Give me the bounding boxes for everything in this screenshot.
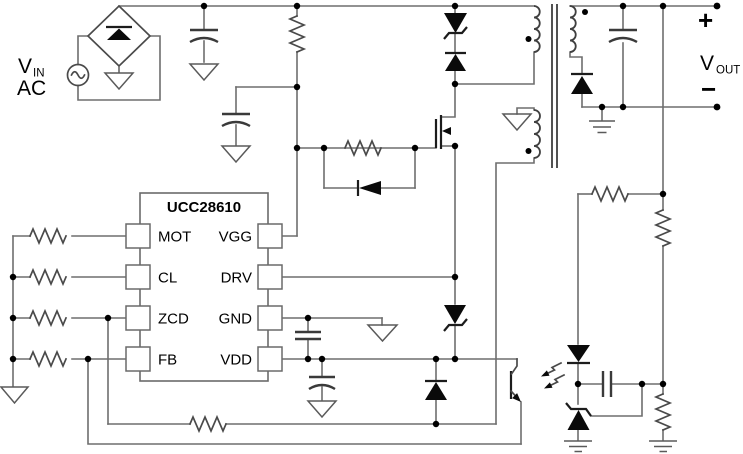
vout-label: V bbox=[700, 52, 714, 75]
vgg-feed-resistor bbox=[287, 14, 307, 54]
pin-vgg bbox=[257, 223, 283, 249]
pin-label-vgg: VGG bbox=[219, 229, 252, 246]
pin-cl bbox=[125, 264, 151, 290]
vdd-bypass-capacitor-icon bbox=[295, 330, 321, 341]
drv-zener-icon bbox=[443, 305, 468, 332]
cl-resistor bbox=[28, 267, 68, 287]
gate-resistor bbox=[343, 138, 383, 158]
ac-source-icon bbox=[66, 63, 90, 87]
transformer-icon bbox=[525, 4, 588, 168]
vin-subscript: IN bbox=[33, 68, 45, 80]
clamp-diode-icon bbox=[445, 51, 466, 71]
middle-divider-resistor bbox=[653, 208, 673, 248]
aux-winding bbox=[533, 109, 541, 159]
ic-body bbox=[139, 192, 269, 382]
pin-label-vdd: VDD bbox=[220, 352, 252, 369]
pin-label-mot: MOT bbox=[158, 229, 191, 246]
pin-vdd bbox=[257, 346, 283, 372]
bridge-ground-icon bbox=[103, 66, 135, 91]
aux-ground-icon bbox=[501, 113, 533, 132]
vdd-bulk-capacitor-icon bbox=[306, 375, 338, 419]
power-mosfet-icon bbox=[434, 115, 451, 149]
ac-label: AC bbox=[17, 77, 46, 100]
clamp-tvs-icon bbox=[443, 13, 468, 40]
primary-phase-dot bbox=[525, 36, 532, 42]
fb-resistor bbox=[28, 349, 68, 369]
output-diode-icon bbox=[571, 72, 593, 94]
labels: V IN AC + V OUT − bbox=[17, 5, 740, 104]
minus-terminal-label: − bbox=[701, 74, 716, 104]
upper-divider-resistor bbox=[590, 184, 630, 204]
plus-terminal-label: + bbox=[698, 5, 713, 35]
secondary-phase-dot bbox=[582, 9, 588, 15]
left-rail-ground-icon bbox=[0, 386, 30, 405]
gate-diode-icon bbox=[356, 180, 381, 196]
ic-ground-icon bbox=[366, 324, 399, 343]
ucc28610-ic: UCC28610 MOT CL ZCD FB VGG DRV GND VDD bbox=[125, 192, 283, 382]
mot-resistor bbox=[28, 226, 68, 246]
pin-label-gnd: GND bbox=[219, 311, 253, 328]
zcd-resistor bbox=[28, 308, 68, 328]
lower-divider-resistor bbox=[653, 392, 673, 432]
opto-transistor-icon bbox=[509, 358, 521, 402]
pin-label-fb: FB bbox=[158, 352, 177, 369]
pin-label-drv: DRV bbox=[221, 270, 252, 287]
secondary-winding bbox=[569, 5, 577, 53]
tl431-icon bbox=[565, 402, 592, 430]
aux-phase-dot bbox=[525, 148, 532, 154]
zcd-aux-resistor bbox=[188, 414, 228, 434]
secondary-ground-icon bbox=[589, 120, 615, 134]
pin-label-cl: CL bbox=[158, 270, 177, 287]
vin-label: V bbox=[18, 55, 32, 78]
pin-mot bbox=[125, 223, 151, 249]
primary-winding bbox=[533, 5, 541, 53]
divider-ground-icon bbox=[649, 440, 677, 453]
bulk-capacitor-icon bbox=[188, 28, 220, 82]
compensation-capacitor-icon bbox=[601, 371, 613, 397]
output-capacitor-icon bbox=[608, 28, 638, 44]
vdd-rectifier-diode-icon bbox=[425, 379, 447, 400]
pin-fb bbox=[125, 346, 151, 372]
vout-subscript: OUT bbox=[716, 65, 740, 77]
pin-gnd bbox=[257, 305, 283, 331]
pin-zcd bbox=[125, 305, 151, 331]
led-light-arrows-icon bbox=[541, 361, 566, 389]
junction-dots bbox=[9, 2, 721, 428]
pin-drv bbox=[257, 264, 283, 290]
tl431-ground-icon bbox=[564, 440, 592, 453]
opto-led-icon bbox=[567, 345, 590, 365]
pin-label-zcd: ZCD bbox=[158, 311, 189, 328]
ic-title: UCC28610 bbox=[167, 199, 241, 216]
vgg-capacitor-icon bbox=[220, 112, 252, 164]
